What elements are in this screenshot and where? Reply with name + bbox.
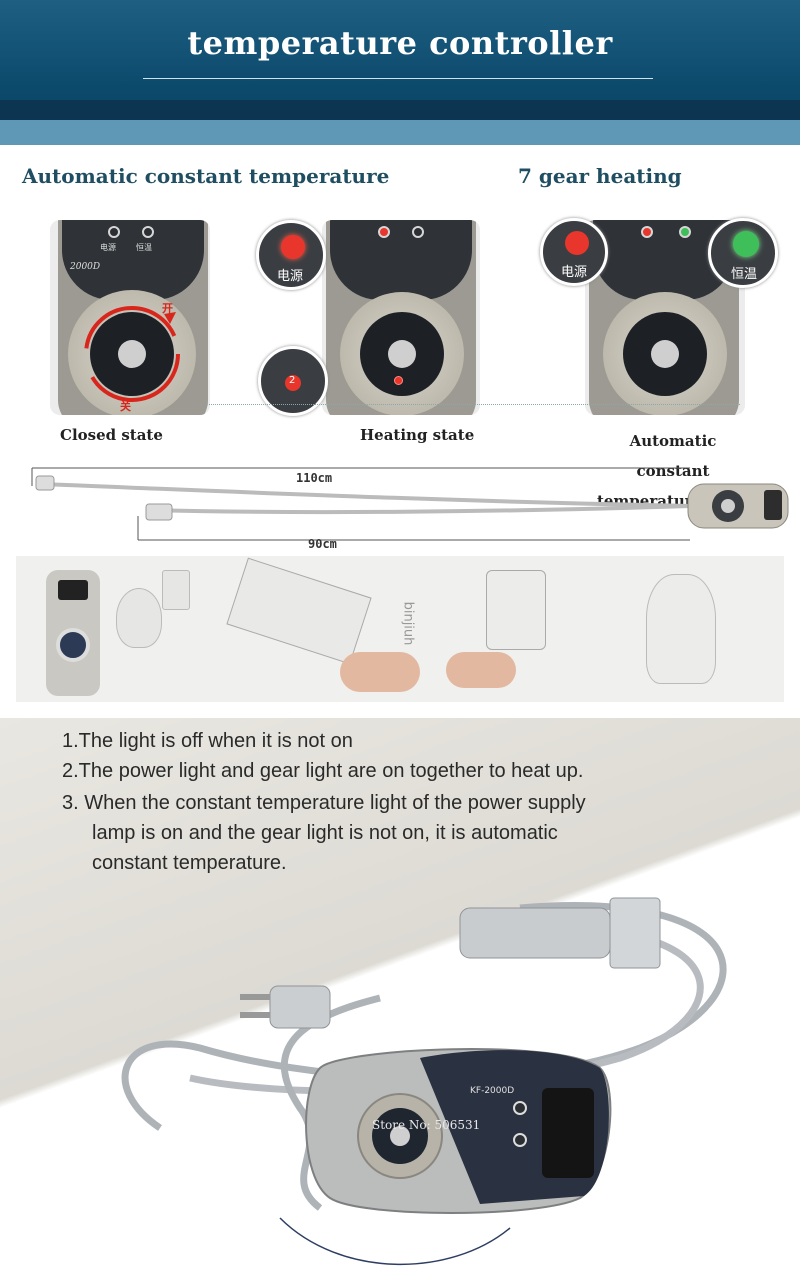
cord-length-long: 110cm — [296, 471, 333, 485]
caption-heating-state: Heating state — [360, 426, 475, 444]
cord-length-short: 90cm — [308, 537, 337, 551]
power-led-label: 电源 — [277, 269, 304, 284]
thermo-lamp-off — [142, 226, 154, 238]
gear-led-label: 2 — [289, 375, 296, 386]
end-cap-photo — [646, 574, 716, 684]
dial-center — [651, 340, 679, 368]
power-led-label: 电源 — [561, 265, 588, 280]
watermark-text: binjiuh — [400, 601, 416, 646]
power-led-red — [565, 231, 589, 255]
instruction-1: 1.The light is off when it is not on — [62, 730, 353, 752]
page-header — [0, 0, 800, 145]
caption-closed-state: Closed state — [60, 426, 163, 444]
controller-photo-closed: 电源 恒温 2000D 开 关 — [50, 220, 210, 415]
dial-open-label: 开 — [162, 302, 173, 315]
header-stripe-light — [0, 120, 800, 145]
baseline-divider — [206, 404, 740, 405]
controller-dial-small — [56, 628, 90, 662]
gear-led-on — [394, 376, 403, 385]
controller-photo-small — [46, 570, 100, 696]
power-lamp-on — [641, 226, 653, 238]
thermo-lamp-label: 恒温 — [136, 243, 152, 252]
power-plug-photo — [162, 570, 190, 610]
product-cord-photo — [121, 897, 727, 1266]
connector-photo-2 — [486, 570, 546, 650]
controller-photo-heating — [322, 220, 480, 415]
dial-center — [388, 340, 416, 368]
hand-photo-1 — [340, 652, 420, 692]
gear-led-red — [285, 375, 301, 391]
dial-center — [118, 340, 146, 368]
instruction-3-line-2: lamp is on and the gear light is not on,… — [92, 822, 558, 844]
thermo-led-label: 恒温 — [731, 267, 758, 282]
header-rule — [143, 78, 653, 79]
heading-gear-heating: 7 gear heating — [518, 164, 682, 188]
power-lamp-on — [378, 226, 390, 238]
controller-faceplate — [62, 220, 204, 300]
power-led-red — [281, 235, 305, 259]
header-stripe-dark — [0, 100, 800, 120]
power-lamp-off — [108, 226, 120, 238]
connector-photo-1 — [226, 557, 372, 665]
parts-photo-strip: binjiuh — [16, 556, 784, 702]
rotation-arrow-icon — [84, 306, 180, 402]
dial-close-label: 关 — [120, 400, 131, 413]
cord-diagram — [31, 467, 789, 541]
zoom-thermo-lamp: 恒温 — [708, 218, 778, 288]
instructions-section: 1.The light is off when it is not on 2.T… — [0, 718, 800, 1275]
store-watermark: Store No: 506531 — [372, 1118, 481, 1132]
instruction-3-line-3: constant temperature. — [92, 852, 287, 874]
zoom-power-lamp: 电源 — [256, 220, 326, 290]
thermo-lamp-off — [412, 226, 424, 238]
zoom-power-lamp: 电源 — [540, 218, 608, 286]
plug-cap-photo — [116, 588, 162, 648]
power-lamp-label: 电源 — [100, 243, 116, 252]
heading-automatic-constant: Automatic constant temperature — [22, 164, 390, 188]
thermo-led-green — [733, 231, 759, 257]
model-label: 2000D — [70, 262, 101, 272]
page-title: temperature controller — [187, 24, 613, 62]
controller-display — [58, 580, 88, 600]
controller-faceplate — [330, 220, 472, 300]
instruction-3-line-1: 3. When the constant temperature light o… — [62, 792, 586, 814]
hand-photo-2 — [446, 652, 516, 688]
instruction-2: 2.The power light and gear light are on … — [62, 760, 584, 782]
product-model-text: KF-2000D — [470, 1086, 515, 1096]
thermo-lamp-on — [679, 226, 691, 238]
zoom-gear-lamp: 2 — [258, 346, 328, 416]
